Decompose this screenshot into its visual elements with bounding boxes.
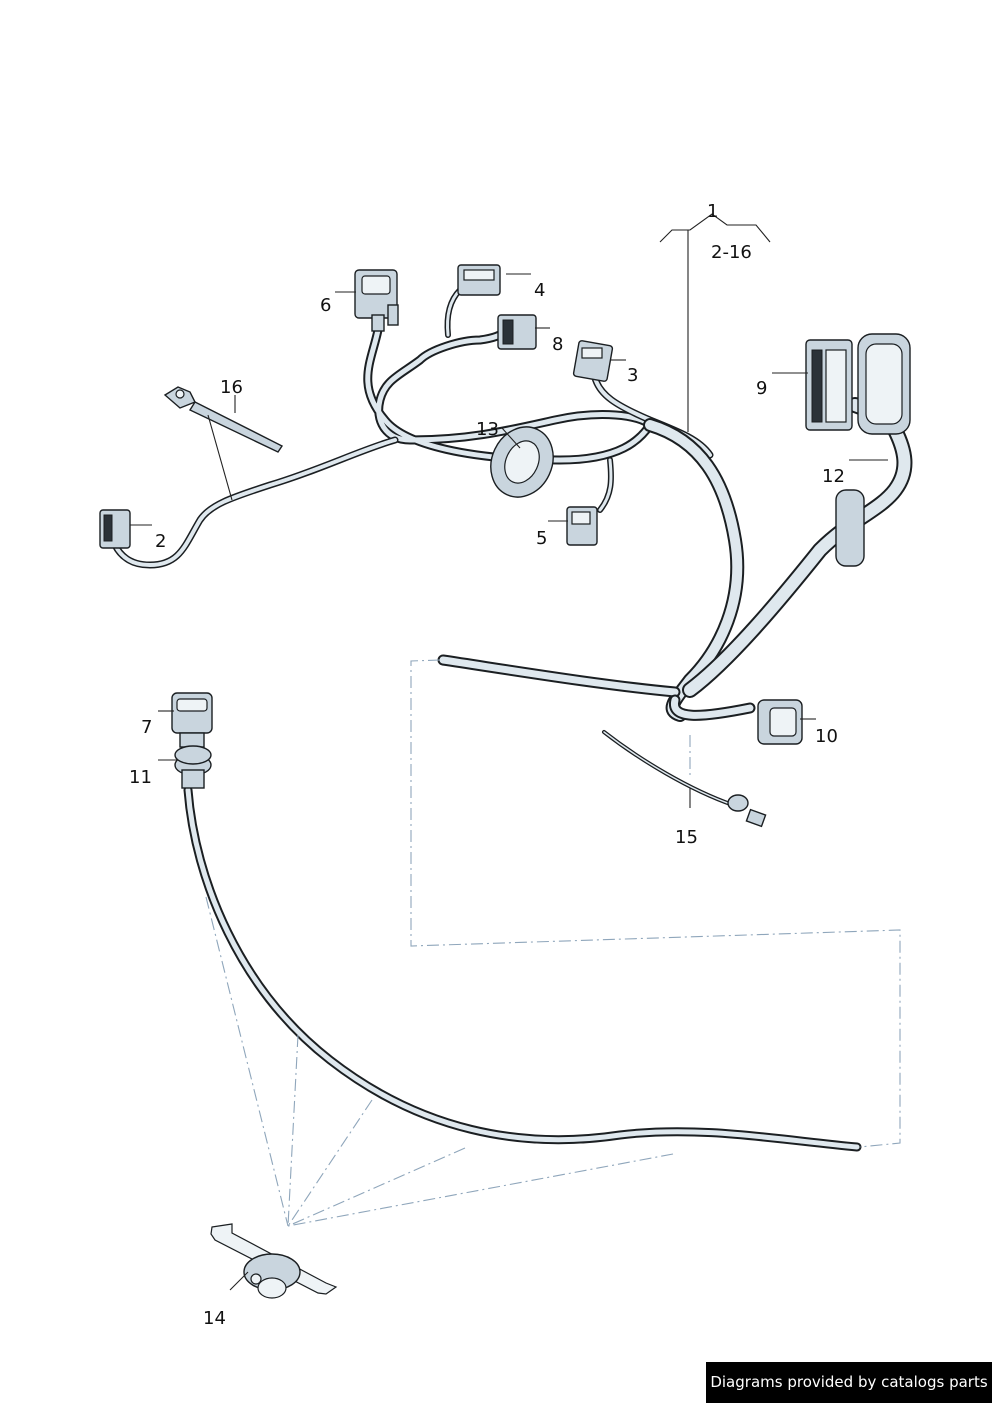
leader-lines [130, 213, 888, 1291]
label-16: 16 [220, 377, 243, 398]
clip-14-icon [210, 1223, 338, 1299]
cable-tie-16-icon [163, 386, 284, 453]
label-1-range: 2-16 [711, 242, 752, 263]
connector-9-icon [805, 339, 853, 431]
label-13: 13 [476, 419, 499, 440]
label-8: 8 [552, 334, 563, 355]
connector-8-icon [497, 314, 537, 350]
label-4: 4 [534, 280, 545, 301]
label-7: 7 [141, 717, 152, 738]
connector-4-icon [457, 264, 501, 296]
label-1: 1 [707, 201, 718, 222]
connector-3-icon [572, 340, 614, 382]
reference-lines [205, 659, 901, 1227]
label-15: 15 [675, 827, 698, 848]
label-9: 9 [756, 378, 767, 399]
cable-tie-15-icon [602, 730, 767, 828]
label-12: 12 [822, 466, 845, 487]
label-2: 2 [155, 531, 166, 552]
connector-7-icon [171, 692, 213, 748]
connector-2-icon [99, 509, 131, 549]
connector-10-icon [757, 699, 803, 745]
label-5: 5 [536, 528, 547, 549]
label-10: 10 [815, 726, 838, 747]
connector-5-icon [566, 506, 598, 546]
label-11: 11 [129, 767, 152, 788]
grommet-13-icon [490, 426, 554, 498]
grommet-12-icon [835, 333, 911, 567]
label-14: 14 [203, 1308, 226, 1329]
connector-6-icon [354, 269, 399, 332]
grommet-11-icon [174, 745, 212, 789]
footer-credit: Diagrams provided by catalogs parts [706, 1362, 992, 1403]
label-3: 3 [627, 365, 638, 386]
part-labels: 1 2-16 6 4 8 3 16 13 9 12 5 2 7 10 11 15… [129, 201, 845, 1329]
label-6: 6 [320, 295, 331, 316]
